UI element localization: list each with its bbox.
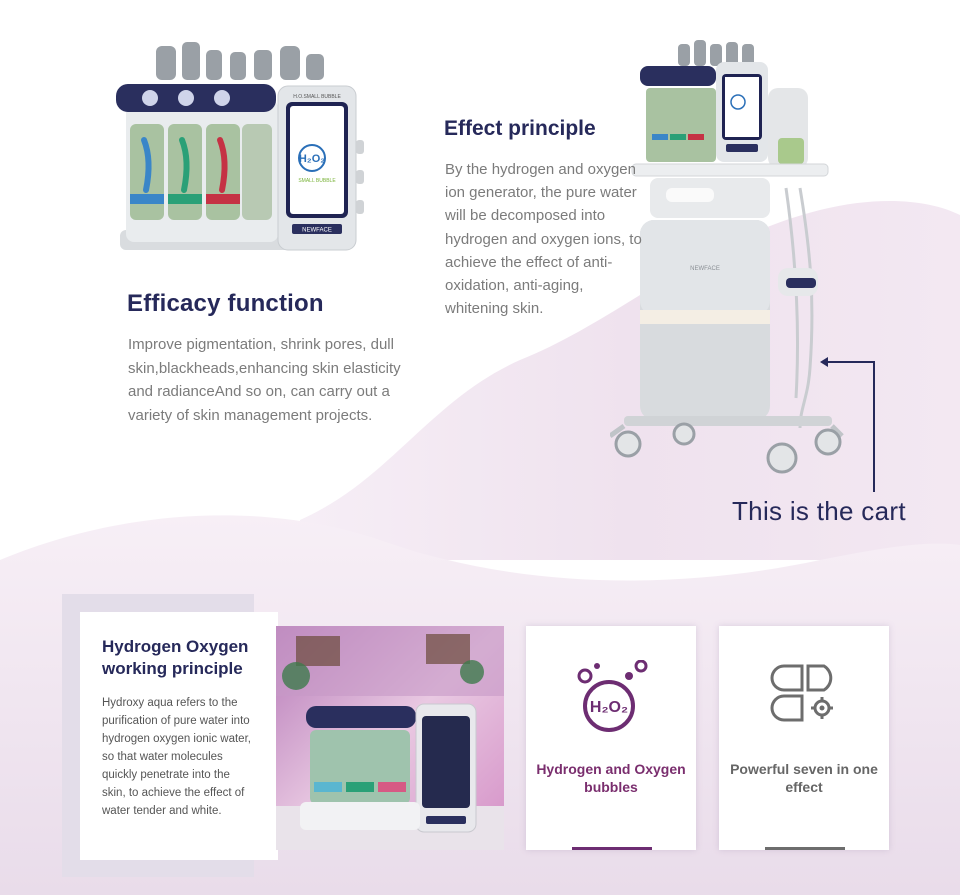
principle-card-title: Hydrogen Oxygen working principle xyxy=(102,637,249,678)
clover-gear-icon xyxy=(770,664,833,722)
brand-label: NEWFACE xyxy=(302,228,332,234)
h2o2-formula: H₂O₂ xyxy=(590,699,628,716)
feature-label-bubbles: Hydrogen and Oxygen bubbles xyxy=(536,761,686,795)
effect-description: By the hydrogen and oxygen ion generator… xyxy=(445,161,642,318)
efficacy-title: Efficacy function xyxy=(127,290,324,317)
cart-machine-image: NEWFACE xyxy=(610,40,844,474)
effect-title: Effect principle xyxy=(444,117,596,140)
screen-sub-text: SMALL BUBBLE xyxy=(298,178,336,184)
screen-logo-text: H₂O₂ xyxy=(299,153,325,165)
efficacy-description: Improve pigmentation, shrink pores, dull… xyxy=(128,336,401,424)
feature-card-seven-in-one: Powerful seven in one effect xyxy=(719,626,889,850)
h2o2-bubbles-icon: H₂O₂ xyxy=(577,660,648,732)
svg-text:NEWFACE: NEWFACE xyxy=(690,266,720,272)
feature-card-bubbles: H₂O₂ Hydrogen and Oxygen bubbles xyxy=(526,626,696,850)
principle-card-body: Hydroxy aqua refers to the purification … xyxy=(102,697,251,817)
feature-underline xyxy=(765,847,845,850)
feature-label-seven-in-one: Powerful seven in one effect xyxy=(730,761,878,795)
cart-caption: This is the cart xyxy=(732,496,906,526)
arrow-pointer-icon xyxy=(820,357,875,492)
salon-photo-image xyxy=(276,626,504,850)
hydrafacial-machine-image: H.O.SMALL BUBBLE H₂O₂ SMALL BUBBLE NEWFA… xyxy=(116,42,364,251)
screen-header-text: H.O.SMALL BUBBLE xyxy=(293,94,341,100)
principle-card: Hydrogen Oxygen working principle Hydrox… xyxy=(80,612,278,860)
feature-underline xyxy=(572,847,652,850)
